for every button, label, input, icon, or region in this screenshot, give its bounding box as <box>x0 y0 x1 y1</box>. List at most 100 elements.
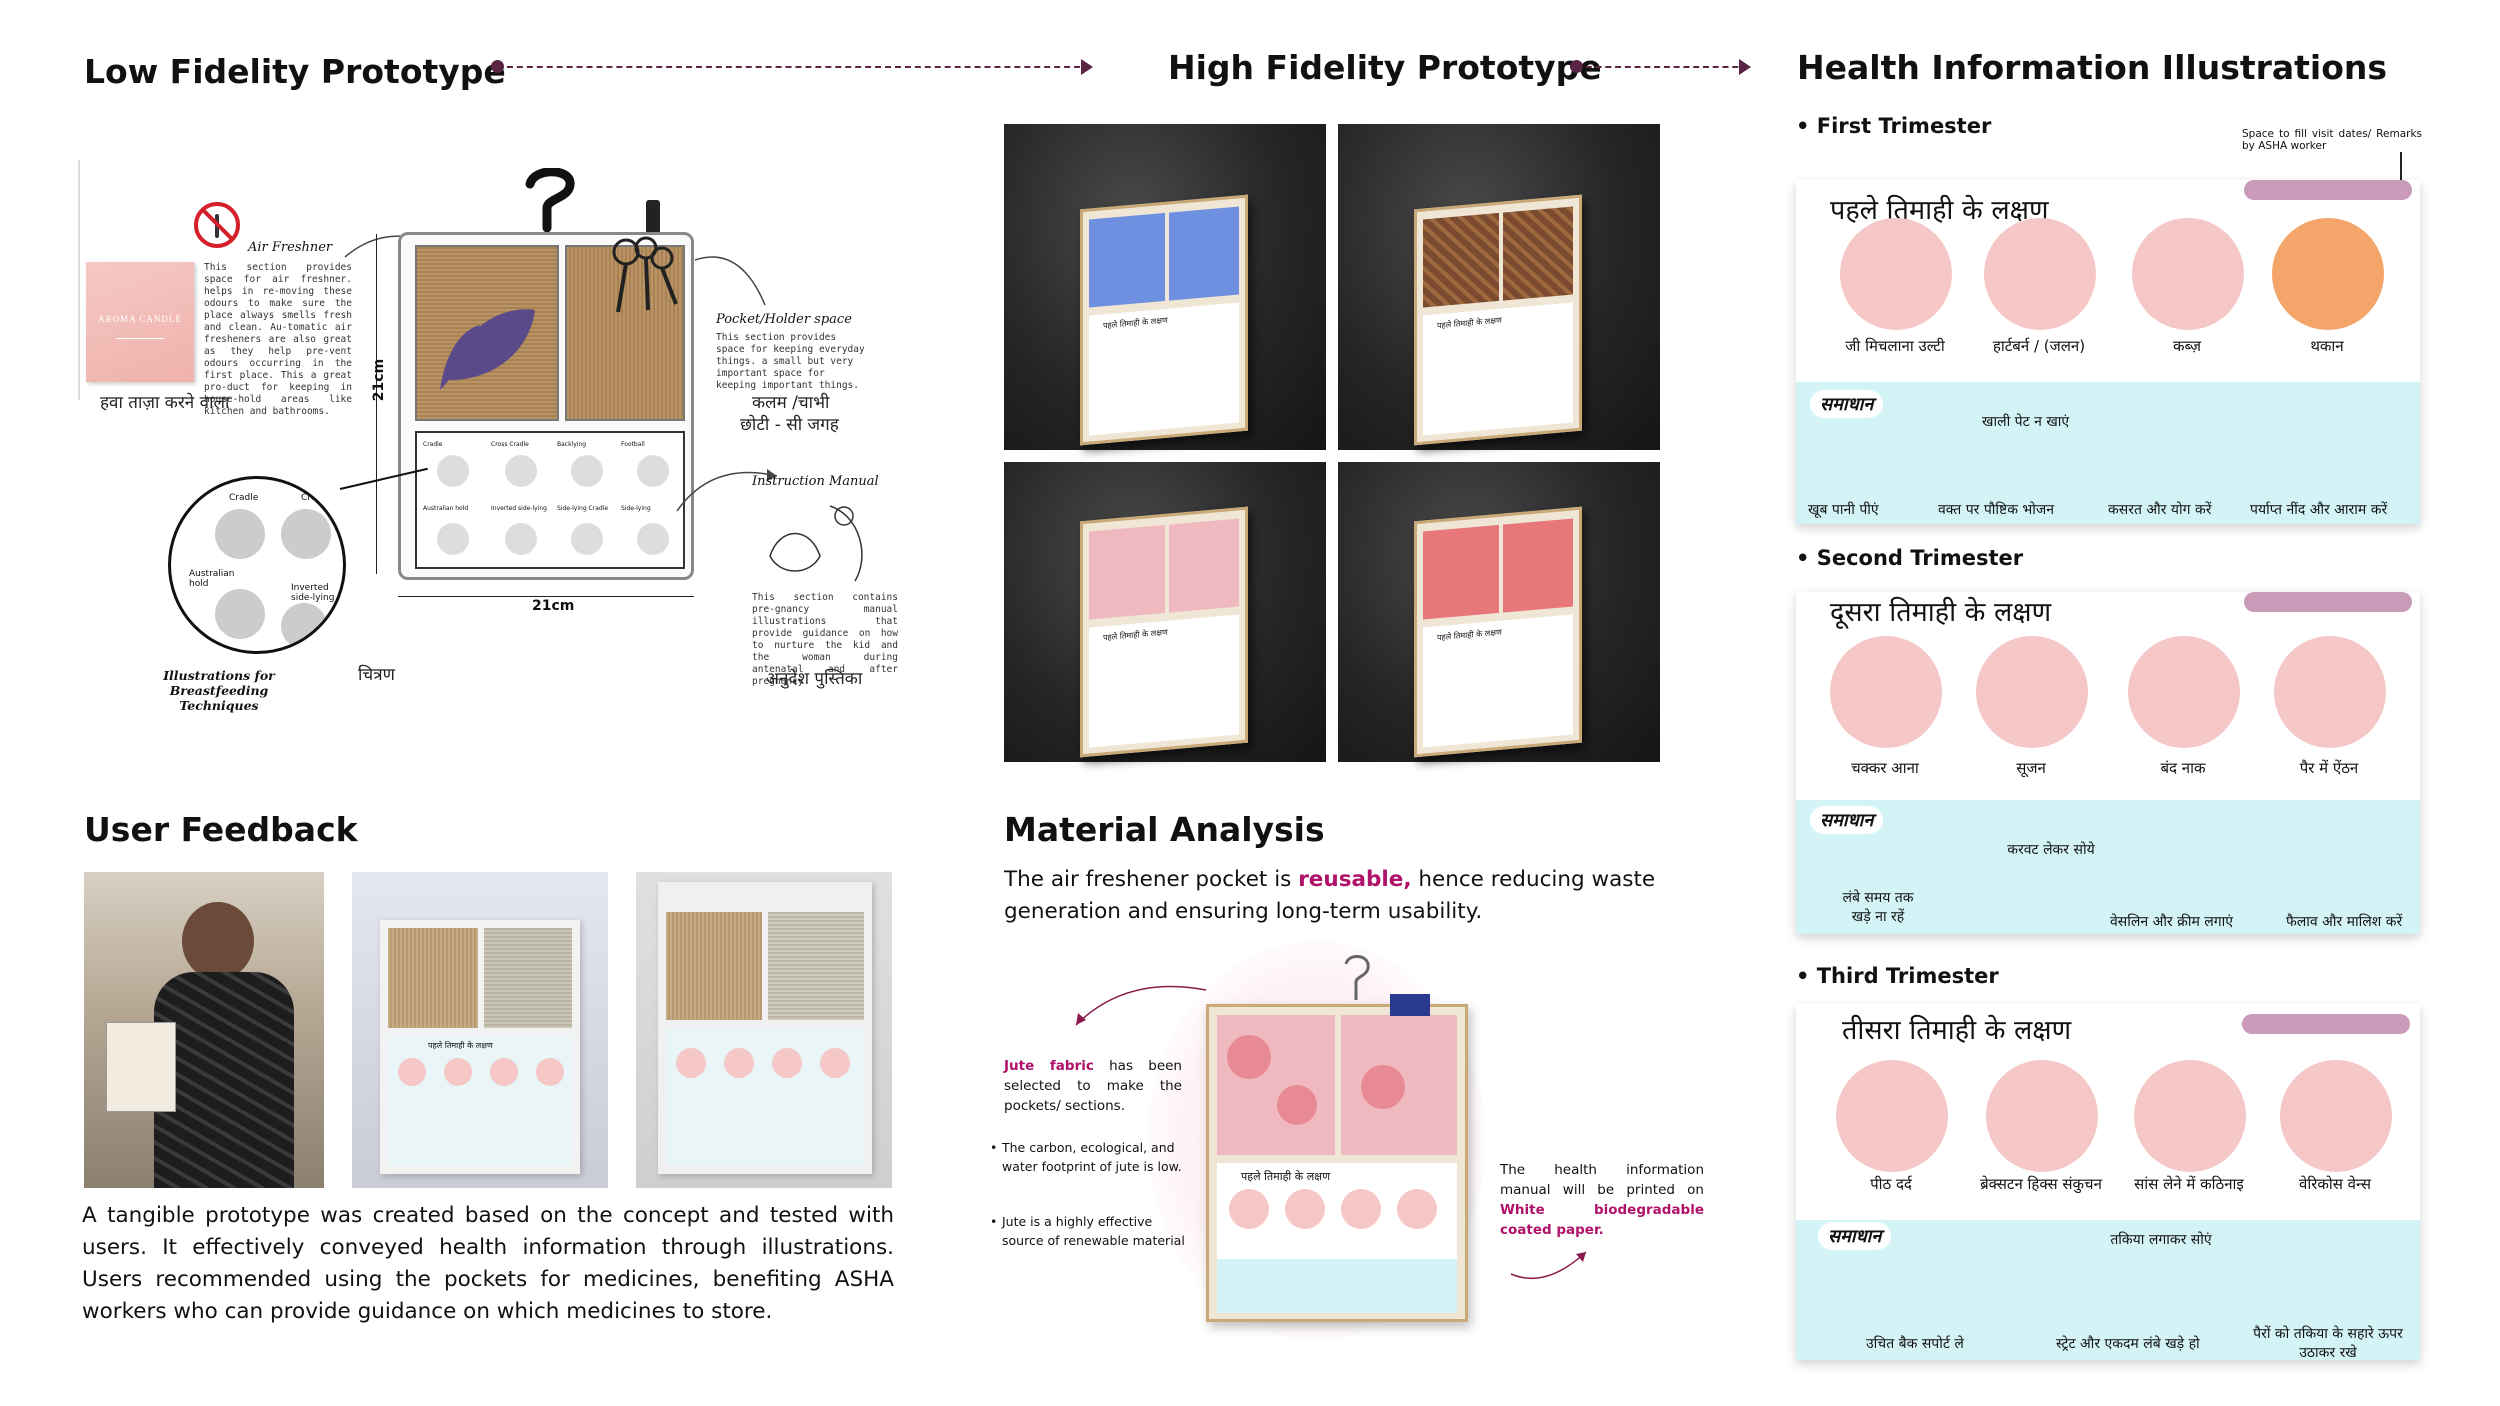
visit-date-field[interactable] <box>2244 592 2412 612</box>
zoom-label: Australian hold <box>189 569 235 589</box>
symptom-label: हार्टबर्न / (जलन) <box>1992 337 2086 355</box>
keys-icon <box>612 236 678 313</box>
trimester-heading-text: First Trimester <box>1816 114 1992 138</box>
visit-date-field[interactable] <box>2242 1014 2410 1034</box>
solution-label: वक्त पर पौष्टिक भोजन <box>1938 502 2055 518</box>
hanger-icon <box>525 168 575 233</box>
trimester-card-title: तीसरा तिमाही के लक्षण <box>1842 1015 2072 1046</box>
render-pocket-right <box>1503 518 1573 613</box>
note-arrow <box>2400 152 2402 184</box>
render-pocket-left <box>1423 524 1499 620</box>
arrow-jute <box>1075 985 1207 1026</box>
solutions-band: समाधान लंबे समय तक खड़े ना रहें करवट लेक… <box>1796 800 2420 934</box>
samadhan-label: समाधान <box>1810 806 1884 834</box>
symptom-image <box>2128 636 2240 748</box>
manual-hindi: अनुदेश पुस्तिका <box>766 669 863 689</box>
manual-annotation-desc: This section contains pre-gnancy manual … <box>752 592 898 687</box>
symptom-label: चक्कर आना <box>1851 759 1919 777</box>
render-pocket-right <box>1169 518 1239 613</box>
trimester-heading-text: Second Trimester <box>1816 546 2024 570</box>
trimester-card-1: पहले तिमाही के लक्षण जी मिचलाना उल्टी हा… <box>1796 180 2420 524</box>
health-info-title: Health Information Illustrations <box>1797 48 2388 87</box>
visit-date-field[interactable] <box>2244 180 2412 200</box>
flow-arrow-1 <box>491 59 1093 75</box>
product-manual-title: पहले तिमाही के लक्षण <box>1241 1170 1331 1183</box>
dim-line-vertical <box>376 234 377 574</box>
pocket-desc: This section provides space for keeping … <box>716 332 865 391</box>
solutions-band: समाधान उचित बैक सपोर्ट ले स्ट्रेट और एकद… <box>1796 1220 2420 1361</box>
jute-highlight: Jute fabric <box>1004 1058 1094 1074</box>
material-analysis-title: Material Analysis <box>1004 810 1325 849</box>
aroma-candle-image: AROMA CANDLE <box>86 262 194 382</box>
intro-highlight: reusable, <box>1298 867 1412 892</box>
paper-note-text: The health information manual will be pr… <box>1500 1162 1704 1198</box>
feedback-photo-user <box>84 872 324 1188</box>
chitran-label: चित्रण <box>358 665 395 685</box>
symptom-image <box>1840 218 1952 330</box>
symptom-label: ब्रेक्सटन हिक्स संकुचन <box>1980 1175 2102 1193</box>
jute-rest: has been selected to make the pockets/ s… <box>1004 1058 1182 1114</box>
bullet-carbon-text: The carbon, ecological, and water footpr… <box>1002 1140 1182 1174</box>
manual-annotation-title: Instruction Manual <box>752 474 879 489</box>
held-prototype <box>106 1022 176 1112</box>
solution-label: वेसलिन और क्रीम लगाएं <box>2110 914 2234 930</box>
pocket-hindi-1: कलम /चाभी <box>752 393 830 413</box>
render-manual-title: पहले तिमाही के लक्षण <box>1103 315 1168 331</box>
intro-text: The air freshener pocket is <box>1004 867 1299 892</box>
margin-line <box>78 160 80 400</box>
solution-label: करवट लेकर सोये <box>2007 842 2095 858</box>
air-freshner-title: Air Freshner <box>248 240 333 255</box>
solution-label: उचित बैक सपोर्ट ले <box>1866 1336 1964 1352</box>
person-body <box>154 972 294 1188</box>
hanger-icon <box>1344 955 1370 1000</box>
symptom-image <box>2132 218 2244 330</box>
render-red: पहले तिमाही के लक्षण <box>1338 462 1660 762</box>
pocket-hindi-2: छोटी - सी जगह <box>740 415 839 435</box>
trimester-heading-text: Third Trimester <box>1816 964 1999 988</box>
photo-board <box>658 882 872 1174</box>
trimester-card-2: दूसरा तिमाही के लक्षण चक्कर आना सूजन बंद… <box>1796 592 2420 934</box>
render-board: पहले तिमाही के लक्षण <box>1080 506 1248 758</box>
render-brown: पहले तिमाही के लक्षण <box>1338 124 1660 450</box>
symptom-image <box>1976 636 2088 748</box>
board-label: Cross Cradle <box>491 441 529 448</box>
symptom-label: पीठ दर्द <box>1870 1175 1912 1193</box>
render-manual: पहले तिमाही के लक्षण <box>1423 614 1573 748</box>
symptom-image <box>2280 1060 2392 1172</box>
paper-note: The health information manual will be pr… <box>1500 1160 1704 1240</box>
render-pocket-left <box>1089 524 1165 620</box>
render-board: पहले तिमाही के लक्षण <box>1080 194 1248 446</box>
render-pink: पहले तिमाही के लक्षण <box>1004 462 1326 762</box>
breastfeeding-label: Illustrations for Breastfeeding Techniqu… <box>163 668 275 713</box>
dim-horizontal-label: 21cm <box>532 598 575 614</box>
trimester-heading: • Second Trimester <box>1796 546 2024 570</box>
pen-holder <box>1390 994 1430 1016</box>
symptom-label: सांस लेने में कठिनाइ <box>2134 1175 2244 1193</box>
symptom-image <box>2134 1060 2246 1172</box>
symptom-image <box>1830 636 1942 748</box>
intro-text-end: hence reducing waste generation and ensu… <box>1004 867 1656 924</box>
feedback-paragraph: A tangible prototype was created based o… <box>82 1203 894 1324</box>
pocket-title: Pocket/Holder space <box>716 312 852 327</box>
aroma-candle-label: AROMA CANDLE <box>98 314 182 324</box>
trimester-card-3: तीसरा तिमाही के लक्षण पीठ दर्द ब्रेक्सटन… <box>1796 1004 2420 1361</box>
symptom-label: थकान <box>2310 337 2344 355</box>
connector-pocket <box>694 256 766 306</box>
render-manual: पहले तिमाही के लक्षण <box>1089 302 1239 436</box>
bullet-renewable: • Jute is a highly effective source of r… <box>990 1212 1190 1250</box>
paper-highlight: White biodegradable coated paper. <box>1500 1202 1704 1238</box>
air-freshner-hindi: हवा ताज़ा करने वाला <box>100 393 230 413</box>
product-manual: पहले तिमाही के लक्षण <box>1217 1163 1457 1313</box>
zoom-label: Cradle <box>229 493 259 503</box>
jute-note: Jute fabric has been selected to make th… <box>1004 1056 1182 1116</box>
solution-label: खूब पानी पीएं <box>1808 502 1879 518</box>
render-manual: पहले तिमाही के लक्षण <box>1423 302 1573 436</box>
arrow-paper <box>1510 1251 1587 1280</box>
feedback-photo-front: पहले तिमाही के लक्षण <box>352 872 608 1188</box>
symptom-label: वेरिकोस वेन्स <box>2299 1175 2371 1193</box>
symptom-label: बंद नाक <box>2160 759 2206 777</box>
render-pocket-left <box>1089 212 1165 308</box>
board-label: Side-lying Cradle <box>557 505 609 512</box>
high-fidelity-title: High Fidelity Prototype <box>1168 48 1602 87</box>
solution-label: लंबे समय तक खड़े ना रहें <box>1842 890 1914 925</box>
